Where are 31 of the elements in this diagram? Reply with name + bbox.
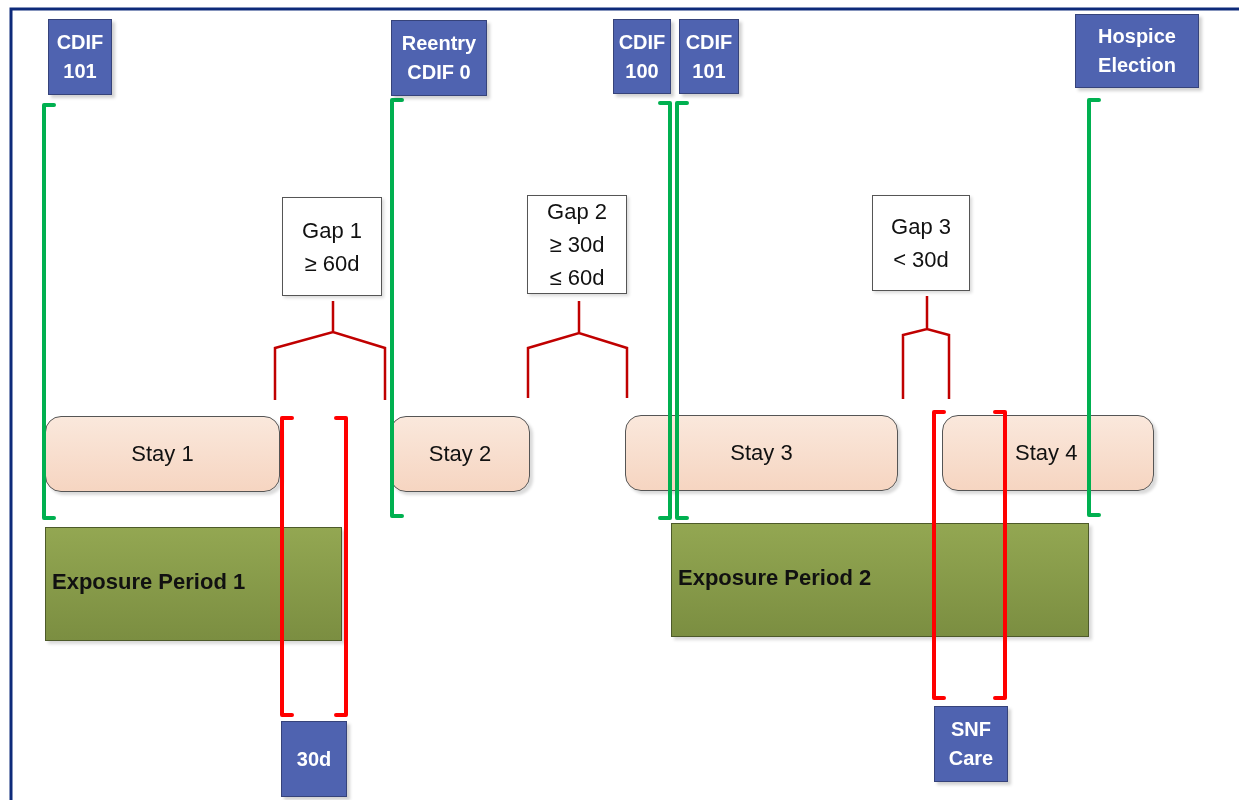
period-label: Exposure Period 1 xyxy=(52,569,246,595)
gap-text: Gap 3 < 30d xyxy=(890,213,952,274)
stay-box xyxy=(942,415,1154,491)
stay-label: Stay 2 xyxy=(428,441,492,467)
label-box xyxy=(48,19,112,95)
label-box xyxy=(281,721,347,797)
gap-text: Gap 2 ≥ 30d ≤ 60d xyxy=(546,198,608,292)
label-text: CDIF 100 xyxy=(617,29,667,84)
stay-label: Stay 4 xyxy=(1015,440,1078,466)
label-text: SNF Care xyxy=(947,717,995,771)
label-box xyxy=(391,20,487,96)
stay-label: Stay 3 xyxy=(730,440,793,466)
label-text: Hospice Election xyxy=(1097,24,1177,78)
label-text: 30d xyxy=(296,746,332,772)
exposure-period-bar xyxy=(45,527,342,641)
gap-text: Gap 1 ≥ 60d xyxy=(301,216,363,278)
gap-box xyxy=(872,195,970,291)
label-box xyxy=(1075,14,1199,88)
label-box xyxy=(679,19,739,94)
stay-label: Stay 1 xyxy=(131,441,194,467)
label-text: Reentry CDIF 0 xyxy=(400,31,478,85)
exposure-period-bar xyxy=(671,523,1089,637)
gap-box xyxy=(527,195,627,294)
stay-box xyxy=(625,415,898,491)
label-box xyxy=(613,19,671,94)
label-text: CDIF 101 xyxy=(55,30,105,84)
period-label: Exposure Period 2 xyxy=(678,565,872,591)
label-text: CDIF 101 xyxy=(684,29,734,84)
label-box xyxy=(934,706,1008,782)
stay-box xyxy=(45,416,280,492)
gap-box xyxy=(282,197,382,296)
